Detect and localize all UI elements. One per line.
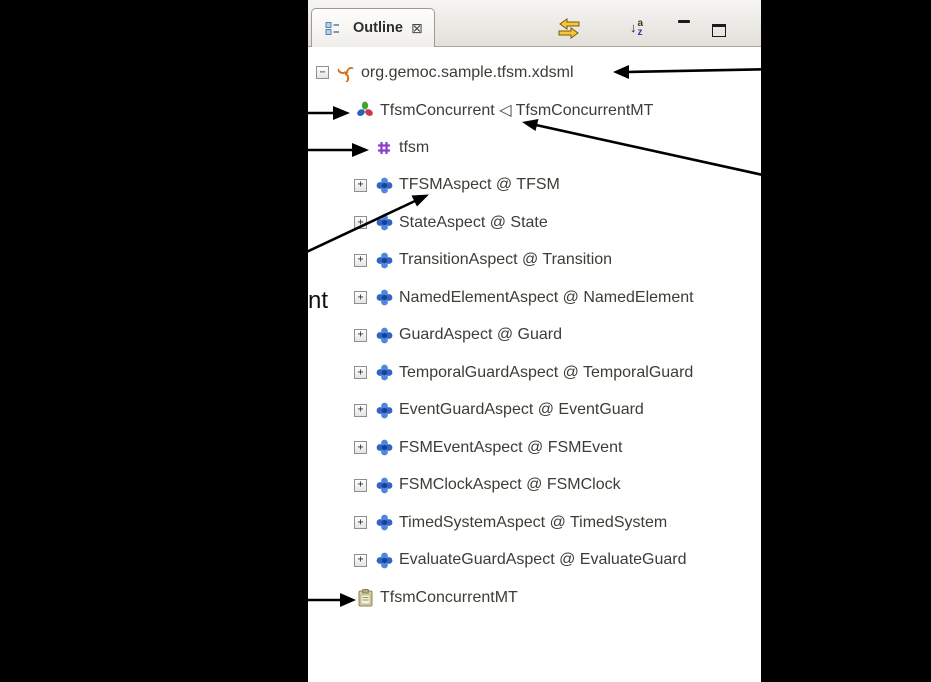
expand-icon[interactable]: + — [354, 329, 367, 342]
expand-icon[interactable]: + — [354, 291, 367, 304]
tree-item-label: FSMEventAspect @ FSMEvent — [399, 439, 622, 457]
tab-title: Outline — [353, 20, 403, 36]
sort-arrow-icon: ↓ — [630, 19, 637, 37]
outline-tree: − org.gemoc.sample.tfsm.xdsmlTfsmConcurre… — [308, 47, 761, 617]
aspect-icon — [375, 214, 393, 232]
aspect-icon — [375, 364, 393, 382]
tree-item-label: org.gemoc.sample.tfsm.xdsml — [361, 64, 574, 82]
tree-item-label: TFSMAspect @ TFSM — [399, 176, 560, 194]
tree-item[interactable]: + FSMEventAspect @ FSMEvent — [308, 429, 761, 467]
maximize-button[interactable] — [712, 19, 726, 41]
tab-close-icon[interactable]: ⊠ — [411, 20, 423, 37]
expand-icon[interactable]: + — [354, 441, 367, 454]
minimize-button[interactable] — [678, 19, 690, 41]
sort-letter-z: z — [638, 28, 644, 37]
outline-view-icon — [323, 19, 341, 37]
tree-item[interactable]: + FSMClockAspect @ FSMClock — [308, 467, 761, 505]
view-header: Outline ⊠ ↓ a z — [308, 0, 761, 47]
annotation-partial-text: nt — [308, 287, 328, 315]
tab-outline[interactable]: Outline ⊠ — [311, 8, 435, 47]
tree-item-label: NamedElementAspect @ NamedElement — [399, 289, 694, 307]
tree-item-label: TimedSystemAspect @ TimedSystem — [399, 514, 667, 532]
aspect-icon — [375, 439, 393, 457]
aspect-icon — [375, 401, 393, 419]
metamodel-icon — [375, 139, 393, 157]
aspect-icon — [375, 514, 393, 532]
aspect-icon — [375, 176, 393, 194]
maximize-icon — [712, 24, 726, 37]
tree-item-label: TransitionAspect @ Transition — [399, 251, 612, 269]
aspect-icon — [375, 289, 393, 307]
expand-icon[interactable]: + — [354, 404, 367, 417]
tree-item[interactable]: + TFSMAspect @ TFSM — [308, 167, 761, 205]
tree-item-label: GuardAspect @ Guard — [399, 326, 562, 344]
tree-item[interactable]: TfsmConcurrentMT — [308, 579, 761, 617]
tree-item[interactable]: − org.gemoc.sample.tfsm.xdsml — [308, 54, 761, 92]
tree-item[interactable]: TfsmConcurrent ◁ TfsmConcurrentMT — [308, 92, 761, 130]
expand-icon[interactable]: + — [354, 479, 367, 492]
language-icon — [356, 101, 374, 119]
aspect-icon — [375, 251, 393, 269]
tree-item-label: FSMClockAspect @ FSMClock — [399, 476, 621, 494]
tree-item[interactable]: + StateAspect @ State — [308, 204, 761, 242]
tree-item[interactable]: + GuardAspect @ Guard — [308, 317, 761, 355]
xdsml-file-icon — [337, 64, 355, 82]
aspect-icon — [375, 476, 393, 494]
expand-icon[interactable]: + — [354, 554, 367, 567]
tree-item[interactable]: + TimedSystemAspect @ TimedSystem — [308, 504, 761, 542]
minimize-icon — [678, 20, 690, 23]
outline-view-panel: Outline ⊠ ↓ a z − org.gemoc.sample.tfsm.x… — [308, 0, 761, 682]
tree-item-label: EventGuardAspect @ EventGuard — [399, 401, 644, 419]
tree-item[interactable]: + NamedElementAspect @ NamedElement — [308, 279, 761, 317]
tree-item-label: TemporalGuardAspect @ TemporalGuard — [399, 364, 693, 382]
tree-item-label: TfsmConcurrentMT — [380, 589, 518, 607]
tree-item-label: tfsm — [399, 139, 429, 157]
aspect-icon — [375, 326, 393, 344]
expand-icon[interactable]: + — [354, 216, 367, 229]
expand-icon[interactable]: + — [354, 254, 367, 267]
tree-item-label: TfsmConcurrent ◁ TfsmConcurrentMT — [380, 100, 653, 120]
link-with-editor-button[interactable] — [558, 17, 580, 39]
expand-icon[interactable]: + — [354, 366, 367, 379]
collapse-icon[interactable]: − — [316, 66, 329, 79]
aspect-icon — [375, 551, 393, 569]
clipboard-icon — [356, 589, 374, 607]
expand-icon[interactable]: + — [354, 179, 367, 192]
tree-item[interactable]: + TransitionAspect @ Transition — [308, 242, 761, 280]
tree-item[interactable]: + TemporalGuardAspect @ TemporalGuard — [308, 354, 761, 392]
tree-item-label: StateAspect @ State — [399, 214, 548, 232]
tree-item[interactable]: + EventGuardAspect @ EventGuard — [308, 392, 761, 430]
tree-item[interactable]: + EvaluateGuardAspect @ EvaluateGuard — [308, 542, 761, 580]
sort-alphabetically-button[interactable]: ↓ a z — [630, 17, 643, 39]
tree-item-label: EvaluateGuardAspect @ EvaluateGuard — [399, 551, 687, 569]
expand-icon[interactable]: + — [354, 516, 367, 529]
tree-item[interactable]: tfsm — [308, 129, 761, 167]
